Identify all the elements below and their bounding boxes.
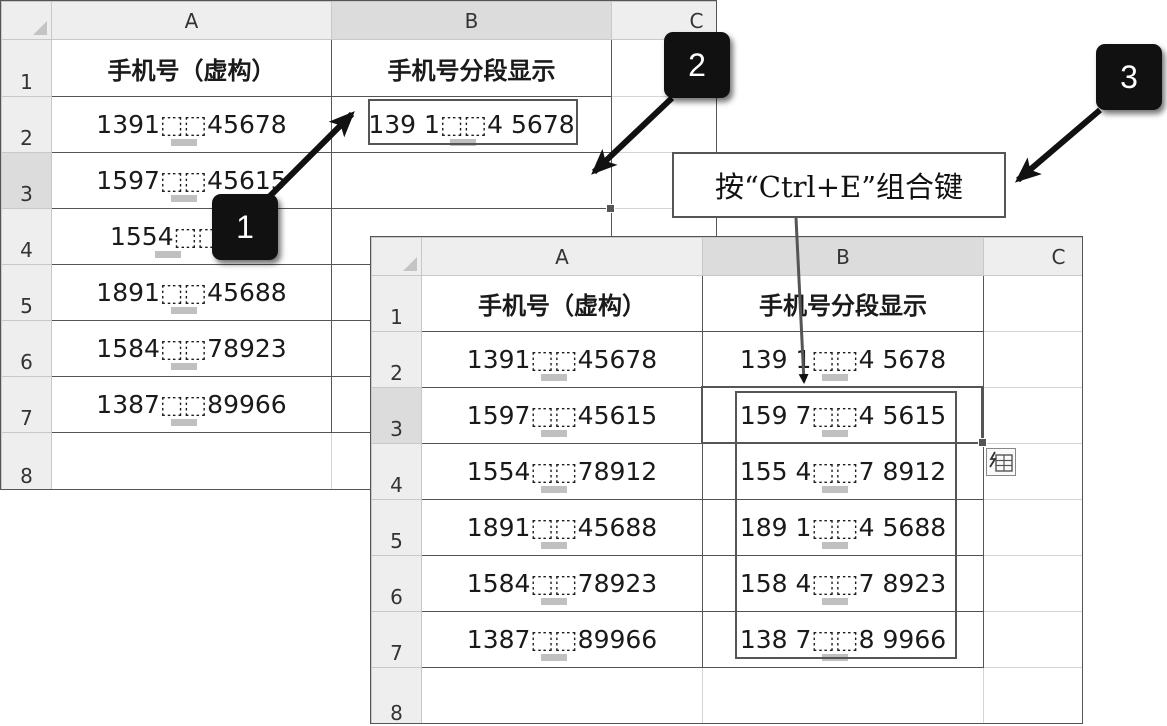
segmented-cell[interactable]: 139 1⬚⬚4 5678: [702, 331, 984, 388]
header-cell-phone[interactable]: 手机号（虚构）: [421, 275, 703, 332]
phone-cell[interactable]: 1391⬚⬚45678: [51, 96, 332, 153]
row-header[interactable]: 3: [1, 152, 52, 209]
phone-cell[interactable]: 1891⬚⬚45688: [51, 264, 332, 321]
row-header[interactable]: 6: [1, 320, 52, 377]
sheet2-grid: A B C 1 手机号（虚构） 手机号分段显示 2 1391⬚⬚45678 13…: [371, 237, 1082, 723]
phone-value: 1584⬚⬚78923: [466, 569, 658, 605]
row-header[interactable]: 2: [1, 96, 52, 153]
phone-value: 1554⬚⬚78912: [466, 457, 658, 493]
phone-value: 1387⬚⬚89966: [96, 390, 287, 426]
fill-handle[interactable]: [606, 204, 615, 213]
row-header[interactable]: 7: [371, 611, 422, 668]
col-header-c[interactable]: C: [983, 237, 1082, 276]
phone-value: 1891⬚⬚45688: [466, 513, 658, 549]
step-badge-1: 1: [212, 194, 278, 260]
cell[interactable]: [983, 331, 1082, 388]
phone-value: 1891⬚⬚45688: [96, 278, 287, 314]
step-badge-3: 3: [1096, 44, 1162, 110]
segmented-value: 158 4⬚⬚7 8923: [739, 569, 947, 605]
phone-cell[interactable]: 1387⬚⬚89966: [51, 376, 332, 433]
select-all-corner[interactable]: [1, 1, 52, 40]
cell[interactable]: [421, 667, 703, 723]
cell[interactable]: [983, 555, 1082, 612]
phone-cell[interactable]: 1891⬚⬚45688: [421, 499, 703, 556]
col-header-a[interactable]: A: [421, 237, 703, 276]
segmented-value: 159 7⬚⬚4 5615: [739, 401, 947, 437]
spreadsheet-after: A B C 1 手机号（虚构） 手机号分段显示 2 1391⬚⬚45678 13…: [370, 236, 1083, 724]
cell[interactable]: [51, 432, 332, 489]
phone-value: 1391⬚⬚45678: [466, 345, 658, 381]
col-header-a[interactable]: A: [51, 1, 332, 40]
row-header[interactable]: 1: [371, 275, 422, 332]
phone-value: 1584⬚⬚78923: [96, 334, 287, 370]
select-all-corner[interactable]: [371, 237, 422, 276]
phone-value: 1597⬚⬚45615: [96, 166, 287, 202]
phone-cell[interactable]: 1391⬚⬚45678: [421, 331, 703, 388]
col-header-c[interactable]: C: [611, 1, 716, 40]
segmented-value: 139 1⬚⬚4 5678: [739, 345, 947, 381]
header-cell-segmented[interactable]: 手机号分段显示: [331, 39, 612, 97]
segmented-cell[interactable]: 189 1⬚⬚4 5688: [702, 499, 984, 556]
segmented-value: 139 1⬚⬚4 5678: [368, 110, 575, 146]
segmented-cell[interactable]: 155 4⬚⬚7 8912: [702, 443, 984, 500]
row-header[interactable]: 4: [1, 208, 52, 265]
row-header[interactable]: 3: [371, 387, 422, 444]
shortcut-callout: 按“Ctrl+E”组合键: [672, 152, 1006, 218]
row-header[interactable]: 5: [1, 264, 52, 321]
cell[interactable]: [702, 667, 984, 723]
row-header[interactable]: 1: [1, 39, 52, 97]
row-header[interactable]: 2: [371, 331, 422, 388]
flash-fill-glyph-icon: [989, 451, 1013, 472]
step-badge-2: 2: [664, 32, 730, 98]
cell[interactable]: [983, 667, 1082, 723]
phone-value: 1387⬚⬚89966: [466, 625, 658, 661]
arrow-3: [1014, 107, 1102, 183]
row-header[interactable]: 5: [371, 499, 422, 556]
row-header[interactable]: 6: [371, 555, 422, 612]
callout-pointer: [794, 217, 809, 384]
segmented-value: 155 4⬚⬚7 8912: [739, 457, 947, 493]
col-header-b[interactable]: B: [702, 237, 984, 276]
row-header[interactable]: 8: [371, 667, 422, 723]
arrow-2: [591, 95, 675, 175]
fill-handle[interactable]: [978, 438, 987, 447]
segmented-value: 189 1⬚⬚4 5688: [739, 513, 947, 549]
phone-value: 1391⬚⬚45678: [96, 110, 287, 146]
cell[interactable]: [983, 275, 1082, 332]
segmented-cell[interactable]: 159 7⬚⬚4 5615: [702, 387, 984, 444]
phone-cell[interactable]: 1554⬚⬚78912: [421, 443, 703, 500]
phone-value: 1597⬚⬚45615: [466, 401, 658, 437]
header-cell-segmented[interactable]: 手机号分段显示: [702, 275, 984, 332]
arrow-1: [265, 111, 355, 201]
phone-cell[interactable]: 1584⬚⬚78923: [51, 320, 332, 377]
flash-fill-options-icon[interactable]: [986, 448, 1016, 476]
cell[interactable]: [983, 499, 1082, 556]
header-cell-phone[interactable]: 手机号（虚构）: [51, 39, 332, 97]
phone-cell[interactable]: 1597⬚⬚45615: [421, 387, 703, 444]
